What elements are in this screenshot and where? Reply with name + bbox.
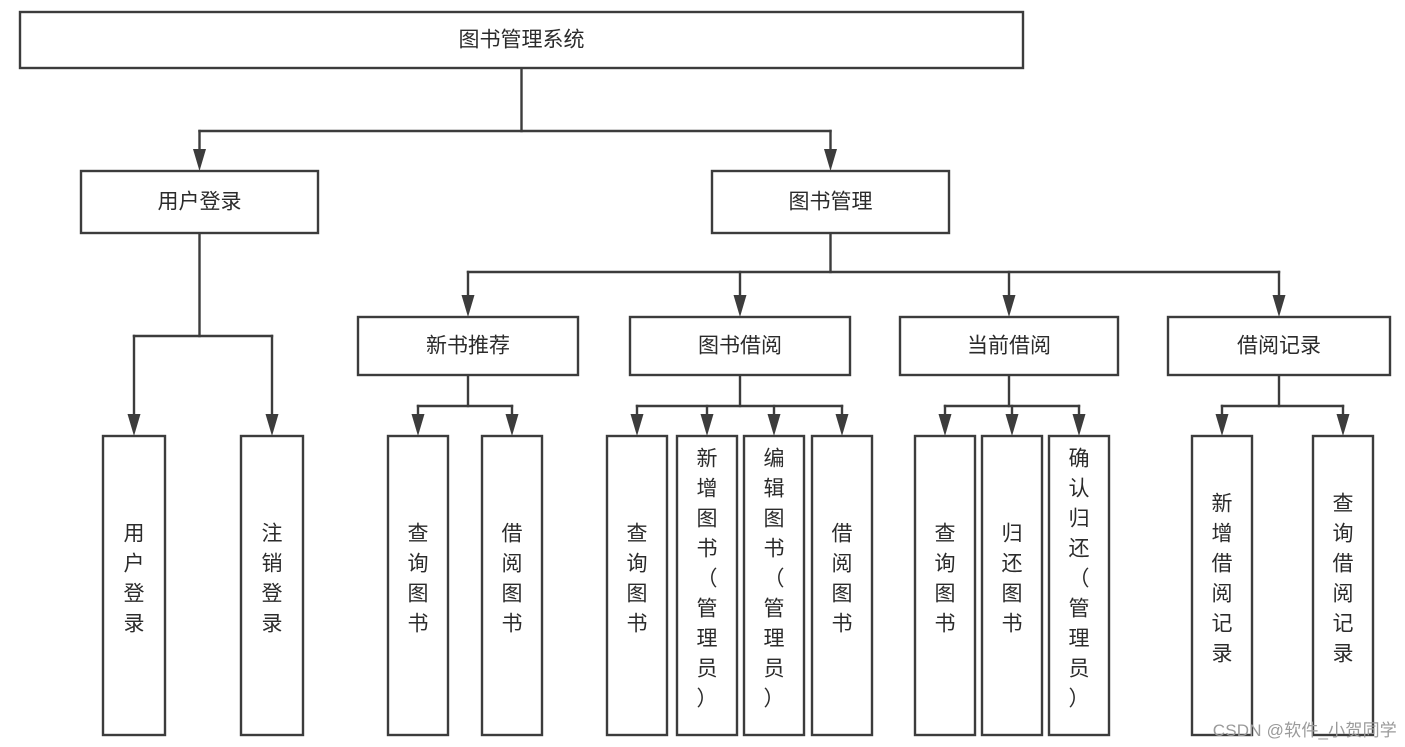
node-label-borrow-book-2: 借阅图书 [832, 523, 853, 636]
arrow-head-grp2-2 [1072, 414, 1086, 436]
node-label-current-borrow: 当前借阅 [967, 335, 1051, 358]
node-user-login-do[interactable]: 用户登录 [101, 434, 167, 737]
node-label-query-book-2: 查询图书 [627, 523, 648, 636]
connectors-layer [127, 66, 1350, 436]
node-add-borrow-record[interactable]: 新增借阅记录 [1190, 434, 1254, 737]
node-box-user-login-do [101, 434, 167, 737]
nodes-layer: 图书管理系统用户登录图书管理用户登录注销登录新书推荐图书借阅当前借阅借阅记录查询… [18, 10, 1392, 737]
node-label-add-book-admin: 新增图书（管理员） [697, 448, 718, 711]
node-current-borrow[interactable]: 当前借阅 [898, 315, 1120, 377]
arrow-head-grp3-1 [1336, 414, 1350, 436]
node-new-book-recommend[interactable]: 新书推荐 [356, 315, 580, 377]
arrow-head-user-login-1 [265, 414, 279, 436]
arrow-head-book-manage-3 [1272, 295, 1286, 317]
node-label-query-book-1: 查询图书 [408, 523, 429, 636]
node-label-book-manage: 图书管理 [789, 191, 873, 214]
node-query-book-3[interactable]: 查询图书 [913, 434, 977, 737]
node-query-book-2[interactable]: 查询图书 [605, 434, 669, 737]
node-box-borrow-book-2 [810, 434, 874, 737]
arrow-head-grp2-0 [938, 414, 952, 436]
node-label-borrow-book-1: 借阅图书 [502, 523, 523, 636]
arrow-head-grp2-1 [1005, 414, 1019, 436]
node-label-return-book: 归还图书 [1002, 523, 1023, 636]
arrow-head-grp0-0 [411, 414, 425, 436]
node-box-query-book-3 [913, 434, 977, 737]
arrow-head-book-manage-0 [461, 295, 475, 317]
node-book-manage[interactable]: 图书管理 [710, 169, 951, 235]
node-label-query-book-3: 查询图书 [935, 523, 956, 636]
node-box-borrow-record [1166, 315, 1392, 377]
node-box-return-book [980, 434, 1044, 737]
node-query-borrow-record[interactable]: 查询借阅记录 [1311, 434, 1375, 737]
node-user-logout[interactable]: 注销登录 [239, 434, 305, 737]
arrow-head-user-login-0 [127, 414, 141, 436]
node-box-confirm-return-admin [1047, 434, 1111, 737]
arrow-head-grp0-1 [505, 414, 519, 436]
node-edit-book-admin[interactable]: 编辑图书（管理员） [742, 434, 806, 737]
node-box-query-book-1 [386, 434, 450, 737]
arrow-head-book-manage-1 [733, 295, 747, 317]
node-root[interactable]: 图书管理系统 [18, 10, 1025, 70]
node-label-borrow-record: 借阅记录 [1237, 335, 1321, 358]
node-box-query-borrow-record [1311, 434, 1375, 737]
node-label-add-borrow-record: 新增借阅记录 [1212, 493, 1233, 666]
node-borrow-book-2[interactable]: 借阅图书 [810, 434, 874, 737]
arrow-head-book-manage-2 [1002, 295, 1016, 317]
arrow-head-root-0 [193, 149, 206, 171]
node-user-login[interactable]: 用户登录 [79, 169, 320, 235]
watermark-label: CSDN @软件_小贺同学 [1212, 721, 1397, 740]
arrow-head-grp3-0 [1215, 414, 1229, 436]
node-confirm-return-admin[interactable]: 确认归还（管理员） [1047, 434, 1111, 737]
node-box-user-login [79, 169, 320, 235]
arrow-head-grp1-2 [767, 414, 781, 436]
node-label-user-logout: 注销登录 [262, 523, 283, 636]
node-box-user-logout [239, 434, 305, 737]
node-label-user-login-do: 用户登录 [124, 523, 145, 636]
node-box-book-borrow [628, 315, 852, 377]
node-box-book-manage [710, 169, 951, 235]
node-borrow-record[interactable]: 借阅记录 [1166, 315, 1392, 377]
node-label-user-login: 用户登录 [158, 191, 242, 214]
node-label-edit-book-admin: 编辑图书（管理员） [764, 448, 785, 711]
node-box-borrow-book-1 [480, 434, 544, 737]
arrow-head-root-1 [824, 149, 837, 171]
node-label-book-borrow: 图书借阅 [698, 335, 782, 358]
node-box-root [18, 10, 1025, 70]
node-box-query-book-2 [605, 434, 669, 737]
node-box-new-book-recommend [356, 315, 580, 377]
node-label-query-borrow-record: 查询借阅记录 [1333, 493, 1354, 666]
node-label-confirm-return-admin: 确认归还（管理员） [1069, 448, 1090, 711]
node-box-current-borrow [898, 315, 1120, 377]
node-label-new-book-recommend: 新书推荐 [426, 335, 510, 358]
node-label-root: 图书管理系统 [459, 29, 585, 52]
node-box-add-borrow-record [1190, 434, 1254, 737]
arrow-head-grp1-1 [700, 414, 714, 436]
node-box-add-book-admin [675, 434, 739, 737]
node-return-book[interactable]: 归还图书 [980, 434, 1044, 737]
arrow-head-grp1-0 [630, 414, 644, 436]
node-book-borrow[interactable]: 图书借阅 [628, 315, 852, 377]
node-add-book-admin[interactable]: 新增图书（管理员） [675, 434, 739, 737]
node-borrow-book-1[interactable]: 借阅图书 [480, 434, 544, 737]
node-query-book-1[interactable]: 查询图书 [386, 434, 450, 737]
node-box-edit-book-admin [742, 434, 806, 737]
arrow-head-grp1-3 [835, 414, 849, 436]
